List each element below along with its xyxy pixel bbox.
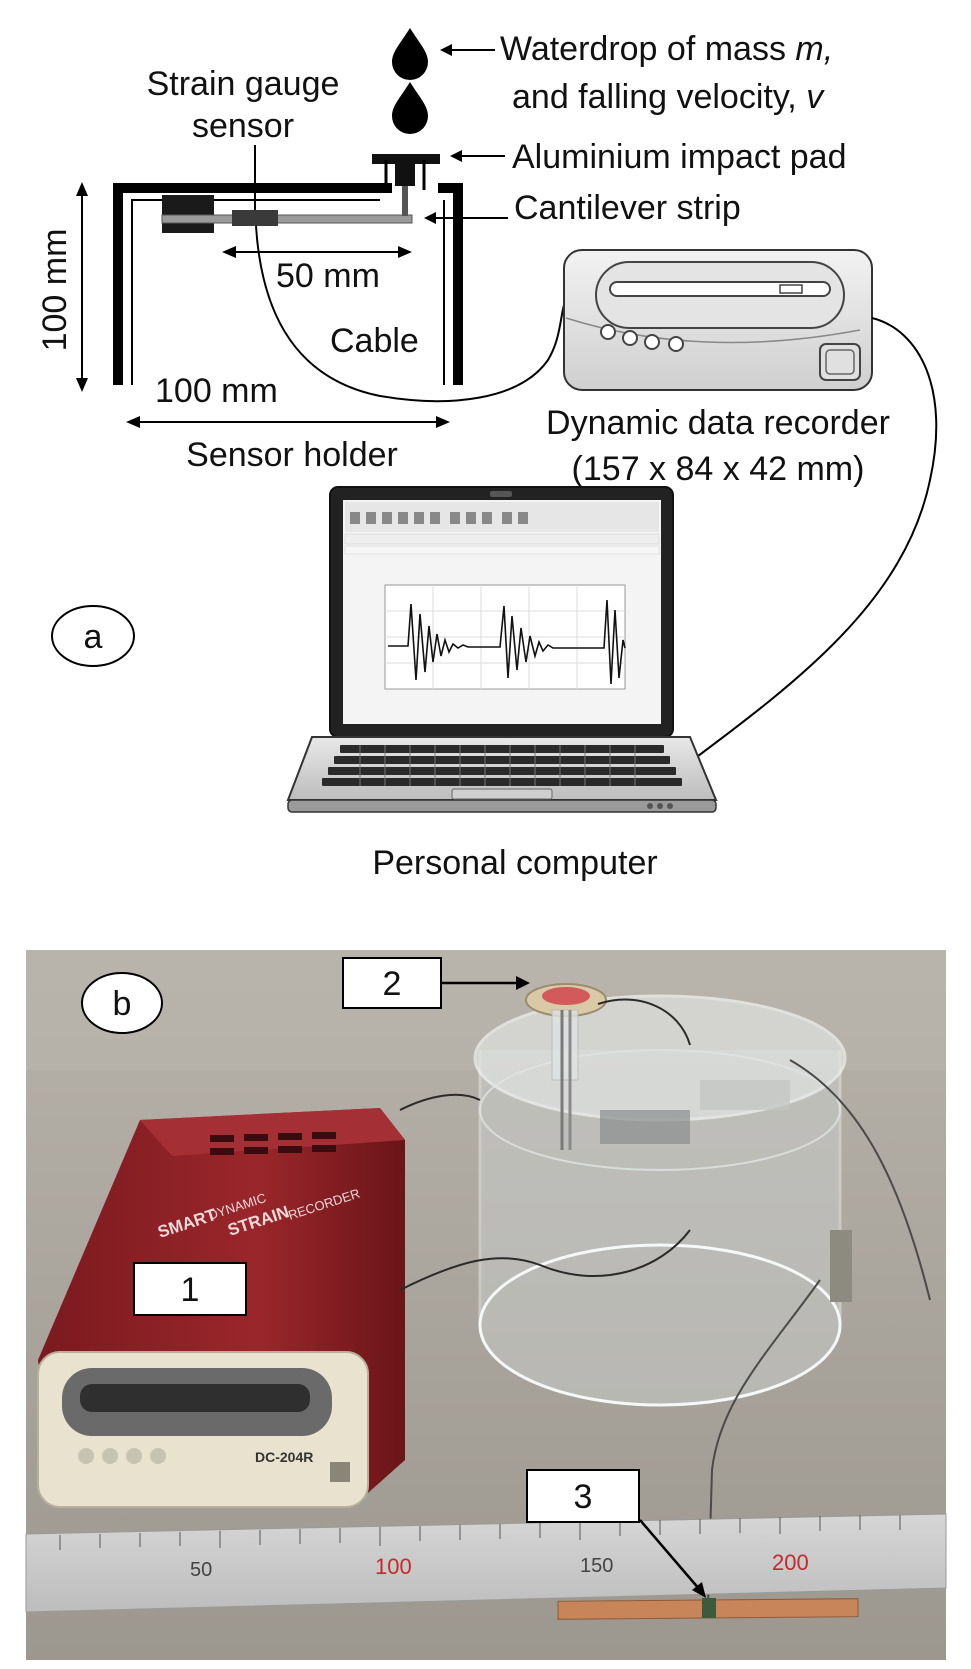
callout-3-label: 3 [574, 1478, 593, 1516]
panel-a-badge [51, 605, 135, 667]
wire [399, 1093, 481, 1111]
svg-text:Waterdrop of mass m,: Waterdrop of mass m, [500, 30, 833, 68]
waterdrop-icon [392, 28, 428, 80]
panel-b-badge [81, 972, 163, 1034]
waterdrop-velocity-symbol: v [806, 78, 825, 116]
callout-3-box [526, 1469, 640, 1523]
panel-b-photo: SMART DYNAMIC STRAIN RECORDER DC-204R [25, 950, 947, 1660]
dim-width-label: 100 mm [155, 372, 278, 410]
callout-2-box [342, 957, 442, 1009]
wire [707, 1279, 821, 1606]
recorder-label-2: (157 x 84 x 42 mm) [572, 450, 865, 488]
wire [399, 1229, 691, 1291]
ruler: 50 100 150 200 [25, 1513, 947, 1613]
clamp-block [162, 195, 214, 233]
waterdrop-mass-symbol: m, [795, 30, 833, 68]
dim-50-label: 50 mm [276, 257, 380, 295]
strain-gauge-label-2: sensor [192, 107, 294, 145]
ruler-label: 50 [190, 1559, 212, 1581]
strain-gauge [232, 210, 278, 226]
sensor-holder-inner [131, 199, 445, 385]
recorder-label-1: Dynamic data recorder [546, 404, 890, 442]
waterdrop-label-1: Waterdrop of mass [500, 30, 786, 68]
ruler-label: 200 [772, 1550, 809, 1575]
impact-pad-label: Aluminium impact pad [512, 138, 846, 176]
cable-label: Cable [330, 322, 419, 360]
recorder-model: DC-204R [255, 1449, 313, 1465]
sensor-holder-frame [113, 183, 463, 385]
recorder-laptop-cable [689, 317, 938, 763]
dim-height-label: 100 mm [36, 229, 74, 352]
cantilever-strip [161, 214, 413, 224]
ruler-label: 100 [375, 1554, 412, 1579]
panel-a: Waterdrop of mass m, and falling velocit… [36, 28, 938, 882]
strain-gauge-label-1: Strain gauge [147, 65, 340, 103]
panel-b-badge-label: b [113, 985, 132, 1023]
waterdrop-label-2: and falling velocity, [512, 78, 797, 116]
wire [789, 1059, 931, 1301]
impact-pad [372, 154, 440, 164]
signal-trace [388, 599, 626, 685]
arrowhead [424, 212, 436, 224]
laptop-drawing [286, 486, 718, 813]
cable [255, 225, 565, 403]
sensor-holder-label: Sensor holder [186, 436, 398, 474]
arrowhead [450, 150, 462, 162]
wire [597, 998, 691, 1046]
callout-1-box [133, 1262, 247, 1316]
ruler-label: 150 [580, 1555, 613, 1577]
data-recorder-drawing [563, 249, 873, 391]
waterdrop-icon [392, 82, 428, 134]
callout-2-label: 2 [383, 965, 402, 1003]
impact-pad-stem [395, 164, 415, 186]
acrylic-cylinder [473, 983, 852, 1407]
svg-text:and falling velocity, v: and falling velocity, v [512, 78, 825, 116]
impact-pad-rod [402, 186, 408, 216]
callout-3-arrow [639, 1519, 701, 1591]
callout-1-label: 1 [181, 1271, 200, 1309]
panel-a-badge-label: a [84, 618, 103, 656]
cantilever-label: Cantilever strip [514, 189, 741, 227]
computer-label: Personal computer [372, 844, 657, 882]
arrowhead [440, 44, 452, 56]
